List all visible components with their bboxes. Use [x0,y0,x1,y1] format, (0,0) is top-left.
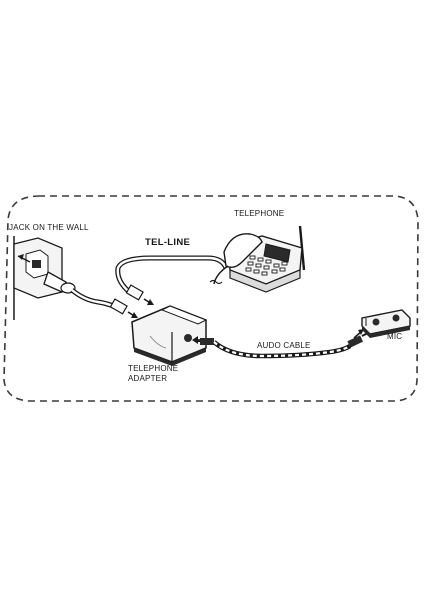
adapter-icon [131,305,208,366]
mic-label: MIC [387,332,403,341]
audio-cable-label: AUDO CABLE [257,341,311,350]
wall-plug-icon [43,271,76,294]
jack-label: JACK ON THE WALL [9,223,89,232]
adapter-label-line1: TELEPHONE [128,364,179,373]
rj-plug-upper [125,284,154,305]
tel-line-label: TEL-LINE [145,237,191,248]
mic-recorder-icon [361,309,411,338]
wall-plug-arrow [17,254,31,263]
telephone-label: TELEPHONE [234,209,285,218]
dashed-border [3,195,419,402]
adapter-label-line2: ADAPTER [128,374,168,383]
audio-plug-left [196,338,214,345]
telephone-icon [209,225,306,293]
rj-plug-lower [109,298,138,318]
